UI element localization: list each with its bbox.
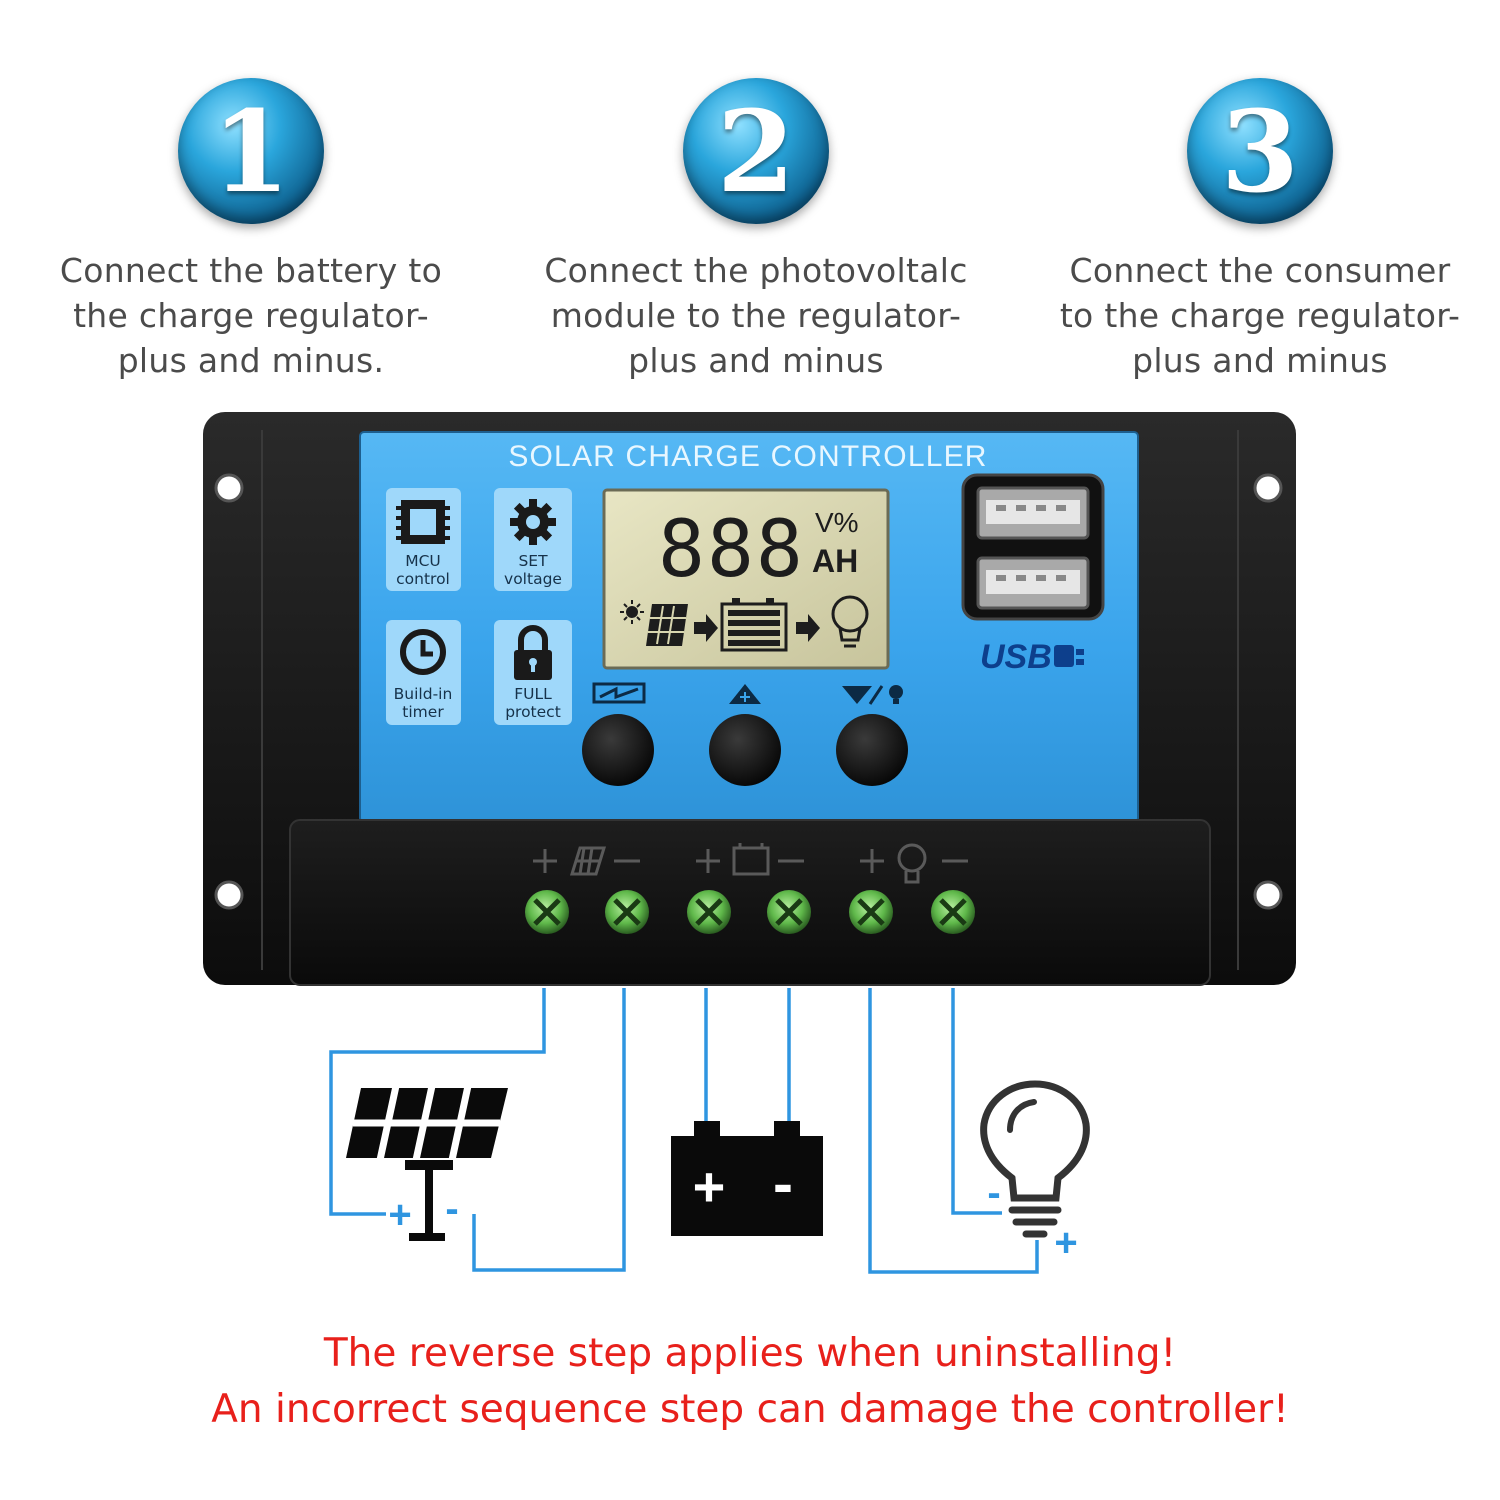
warning-line: The reverse step applies when uninstalli… (323, 1331, 1177, 1376)
step-line: plus and minus (628, 341, 884, 380)
lcd-bulb-icon (831, 595, 869, 648)
lcd-display: 888 V% AH (602, 488, 890, 670)
step-description: Connect the consumer to the charge regul… (1045, 248, 1475, 383)
step-line: plus and minus (1132, 341, 1388, 380)
feature-full-protect: FULL protect (494, 620, 572, 725)
step-description: Connect the battery to the charge regula… (36, 248, 466, 383)
lcd-unit-top: V% (815, 507, 859, 538)
usb-plug-icon (1054, 645, 1084, 667)
step-number-badge: 3 (1187, 78, 1333, 224)
battery-plus-label: + (693, 1155, 726, 1218)
lcd-sun-icon (620, 600, 644, 624)
mount-hole (214, 473, 244, 503)
screw-load-minus[interactable] (931, 890, 975, 934)
chip-icon (396, 500, 450, 544)
load-plus-label: + (1054, 1221, 1077, 1265)
warning-line: An incorrect sequence step can damage th… (211, 1387, 1289, 1432)
lcd-panel-icon (646, 604, 688, 646)
step-description: Connect the photovoltalc module to the r… (541, 248, 971, 383)
panel-plus-label: + (388, 1193, 411, 1237)
step-number-badge: 1 (178, 78, 324, 224)
lcd-battery-icon (720, 598, 788, 652)
usb-port[interactable] (976, 486, 1090, 540)
step-line: module to the regulator- (550, 296, 962, 335)
step-line: Connect the photovoltalc (544, 251, 968, 290)
step-3: 3 Connect the consumer to the charge reg… (1045, 78, 1475, 383)
usb-ports (961, 473, 1105, 621)
screw-pv-minus[interactable] (605, 890, 649, 934)
screw-battery-minus[interactable] (767, 890, 811, 934)
battery-minus-label: - (773, 1150, 793, 1217)
tile-label: control (396, 570, 450, 588)
tile-label: FULL (514, 685, 552, 703)
tile-label: MCU (405, 552, 441, 570)
panel-minus-label: - (445, 1187, 458, 1231)
tile-label: Build-in (394, 685, 453, 703)
tile-label: timer (402, 703, 444, 721)
usb-port[interactable] (976, 556, 1090, 610)
lcd-unit-bottom: AH (812, 543, 858, 579)
step-number: 2 (717, 87, 795, 218)
lcd-arrow-icon (694, 614, 718, 642)
lock-icon (514, 625, 552, 680)
step-number: 3 (1221, 87, 1299, 218)
feature-set-voltage: SET voltage (494, 488, 572, 591)
terminal-symbol-battery (696, 843, 804, 876)
mount-hole (1253, 880, 1283, 910)
wire-pv-plus (329, 988, 546, 1216)
step-line: plus and minus. (117, 341, 385, 380)
controller-title: SOLAR CHARGE CONTROLLER (508, 440, 987, 473)
feature-mcu-control: MCU control (386, 488, 461, 591)
wire-pv-minus (472, 988, 626, 1272)
mount-hole (214, 880, 244, 910)
solar-panel-icon (346, 1085, 508, 1241)
menu-button[interactable] (582, 682, 654, 786)
wire-load-minus (951, 988, 1002, 1215)
terminal-block (289, 819, 1211, 986)
load-minus-label: - (987, 1171, 1000, 1215)
step-number: 1 (212, 87, 290, 218)
wires (329, 988, 1039, 1274)
step-line: to the charge regulator- (1059, 296, 1461, 335)
up-button[interactable] (709, 684, 781, 786)
lcd-digits: 888 (658, 505, 805, 595)
clock-icon (400, 629, 446, 675)
step-1: 1 Connect the battery to the charge regu… (36, 78, 466, 383)
tile-label: protect (505, 703, 561, 721)
warning-note: The reverse step applies when uninstalli… (0, 1326, 1500, 1438)
down-load-icon (842, 685, 903, 705)
gear-icon (510, 499, 556, 545)
screw-pv-plus[interactable] (525, 890, 569, 934)
step-line: Connect the battery to (59, 251, 443, 290)
mount-hole (1253, 473, 1283, 503)
tile-label: voltage (504, 570, 562, 588)
up-plus-icon (729, 684, 761, 704)
step-line: Connect the consumer (1069, 251, 1451, 290)
step-line: the charge regulator- (73, 296, 429, 335)
screw-battery-plus[interactable] (687, 890, 731, 934)
feature-build-in-timer: Build-in timer (386, 620, 461, 725)
menu-icon (592, 682, 646, 704)
light-bulb-icon (980, 1080, 1090, 1238)
tile-label: SET (518, 552, 548, 570)
screw-load-plus[interactable] (849, 890, 893, 934)
terminal-symbol-pv (533, 846, 640, 876)
usb-label: USB (980, 638, 1052, 676)
lcd-arrow-icon (796, 614, 820, 642)
terminal-symbol-load (860, 843, 968, 884)
down-load-button[interactable] (836, 685, 908, 786)
wire-load-plus (868, 988, 1039, 1274)
battery-icon (671, 1121, 823, 1236)
terminal-screws (525, 890, 975, 934)
step-2: 2 Connect the photovoltalc module to the… (541, 78, 971, 383)
wiring-diagram: SOLAR CHARGE CONTROLLER MCU control SET … (203, 412, 1296, 1274)
step-number-badge: 2 (683, 78, 829, 224)
